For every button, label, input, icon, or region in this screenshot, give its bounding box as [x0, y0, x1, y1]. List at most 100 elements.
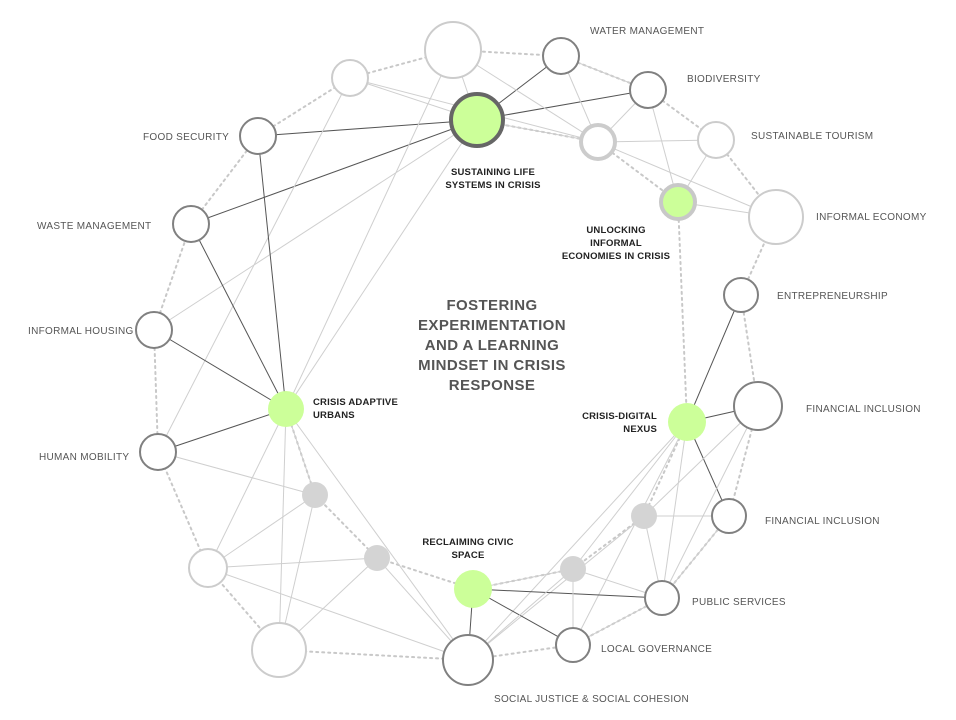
center-title-line-3: AND A LEARNING	[425, 337, 559, 354]
topic-label-waste: WASTE MANAGEMENT	[37, 221, 151, 232]
edge-gLeftB-leftLight	[207, 557, 378, 569]
topic-label-financial-inclusion-2: FINANCIAL INCLUSION	[765, 516, 880, 527]
node-entrep	[723, 277, 759, 313]
svg-text:URBANS: URBANS	[313, 410, 355, 421]
topic-label-food: FOOD SECURITY	[143, 132, 229, 143]
node-infHousing	[135, 311, 173, 349]
node-food	[239, 117, 277, 155]
topic-label-water: WATER MANAGEMENT	[590, 26, 704, 37]
svg-text:SUSTAINING LIFE: SUSTAINING LIFE	[451, 167, 535, 178]
node-crisisAdapt	[268, 391, 304, 427]
hub-label-crisis-adaptive: CRISIS ADAPTIVE URBANS	[313, 397, 398, 421]
edge-sustaining-food	[257, 119, 478, 137]
edge-gRightA-social	[467, 515, 645, 661]
edge-crisisDigit-entrep	[686, 294, 742, 423]
edge-sustaining-crisisAdapt	[285, 119, 478, 410]
outer-ring-segment-13	[153, 329, 159, 453]
svg-text:SPACE: SPACE	[451, 550, 484, 561]
edge-leftLight-social	[207, 567, 469, 661]
center-title: FOSTERING EXPERIMENTATION AND A LEARNING…	[418, 297, 566, 394]
edge-topLeftLight-humanMob	[157, 77, 351, 453]
edge-crisisAdapt-waste	[190, 223, 287, 410]
hub-label-sustaining: SUSTAINING LIFE SYSTEMS IN CRISIS	[445, 167, 540, 191]
topic-label-public-services: PUBLIC SERVICES	[692, 597, 786, 608]
topic-label-financial-inclusion-1: FINANCIAL INCLUSION	[806, 404, 921, 415]
edge-biodiv-unlocking	[647, 89, 679, 203]
node-unlocking	[659, 183, 697, 221]
node-botLeftBig	[251, 622, 307, 678]
node-crisisDigit	[668, 403, 706, 441]
edge-reclaiming-pub	[472, 588, 663, 599]
outer-ring-segment-3	[715, 139, 777, 218]
edge-crisisAdapt-food	[257, 135, 287, 410]
node-gLeftA	[302, 482, 328, 508]
node-gLeftB	[364, 545, 390, 571]
topic-label-biodiversity: BIODIVERSITY	[687, 74, 761, 85]
node-pub	[644, 580, 680, 616]
svg-text:CRISIS-DIGITAL: CRISIS-DIGITAL	[582, 411, 657, 422]
node-sustaining	[449, 92, 505, 148]
inner-ring-segment-6	[376, 557, 474, 590]
center-title-line-1: FOSTERING	[446, 297, 537, 314]
svg-text:CRISIS ADAPTIVE: CRISIS ADAPTIVE	[313, 397, 398, 408]
edge-sustaining-biodiv	[476, 89, 649, 121]
hub-label-crisis-digital: CRISIS-DIGITAL NEXUS	[582, 411, 657, 435]
center-title-line-2: EXPERIMENTATION	[418, 317, 566, 334]
edge-gLeftA-humanMob	[157, 451, 316, 496]
node-leftLight	[188, 548, 228, 588]
edge-gLeftA-leftLight	[207, 494, 316, 569]
edge-crisisAdapt-infHousing	[153, 329, 287, 410]
svg-text:RECLAIMING CIVIC: RECLAIMING CIVIC	[422, 537, 513, 548]
node-infEcon	[748, 189, 804, 245]
edge-tourism-ringGrey	[597, 139, 717, 143]
hub-label-reclaiming: RECLAIMING CIVIC SPACE	[422, 537, 513, 561]
edge-sustaining-infHousing	[153, 119, 478, 331]
inner-ring-segment-7	[314, 494, 378, 559]
svg-text:ECONOMIES IN CRISIS: ECONOMIES IN CRISIS	[562, 251, 670, 262]
node-tourism	[697, 121, 735, 159]
node-topLeftLight	[331, 59, 369, 97]
node-ringGrey	[579, 123, 617, 161]
center-title-line-4: MINDSET IN CRISIS	[418, 357, 566, 374]
edge-crisisDigit-gRightB	[572, 421, 688, 570]
node-social	[442, 634, 494, 686]
edge-topBig-crisisAdapt	[285, 49, 454, 410]
node-fin2	[711, 498, 747, 534]
edge-crisisDigit-social	[467, 421, 688, 661]
svg-text:NEXUS: NEXUS	[623, 424, 657, 435]
edge-crisisAdapt-leftLight	[207, 408, 287, 569]
center-title-line-5: RESPONSE	[449, 377, 536, 394]
svg-text:INFORMAL: INFORMAL	[590, 238, 642, 249]
edge-ringGrey-infEcon	[597, 141, 777, 218]
node-gRightA	[631, 503, 657, 529]
edge-crisisAdapt-humanMob	[157, 408, 287, 453]
topic-label-entrepreneurship: ENTREPRENEURSHIP	[777, 291, 888, 302]
edge-crisisAdapt-botLeftBig	[278, 408, 287, 651]
topic-label-informal-housing: INFORMAL HOUSING	[28, 326, 134, 337]
topic-label-social-justice: SOCIAL JUSTICE & SOCIAL COHESION	[494, 694, 689, 705]
outer-ring-segment-5	[740, 294, 759, 407]
svg-text:UNLOCKING: UNLOCKING	[586, 225, 645, 236]
outer-ring-segment-10	[278, 649, 469, 661]
edge-fin1-pub	[661, 405, 759, 599]
node-biodiv	[629, 71, 667, 109]
svg-text:SYSTEMS IN CRISIS: SYSTEMS IN CRISIS	[445, 180, 540, 191]
inner-ring-segment-4	[572, 515, 645, 570]
node-humanMob	[139, 433, 177, 471]
node-fin1	[733, 381, 783, 431]
node-waste	[172, 205, 210, 243]
edge-crisisDigit-localGov	[572, 421, 688, 646]
inner-ring-segment-2	[677, 201, 688, 423]
edge-crisisDigit-pub	[661, 421, 688, 599]
node-localGov	[555, 627, 591, 663]
node-topBig	[424, 21, 482, 79]
topic-label-informal-economy: INFORMAL ECONOMY	[816, 212, 927, 223]
topic-label-local-governance: LOCAL GOVERNANCE	[601, 644, 712, 655]
hub-label-unlocking: UNLOCKING INFORMAL ECONOMIES IN CRISIS	[562, 225, 670, 262]
node-reclaiming	[454, 570, 492, 608]
edge-sustaining-waste	[190, 119, 478, 225]
edge-fin1-gRightA	[643, 405, 759, 517]
edge-reclaiming-localGov	[472, 588, 574, 646]
node-gRightB	[560, 556, 586, 582]
